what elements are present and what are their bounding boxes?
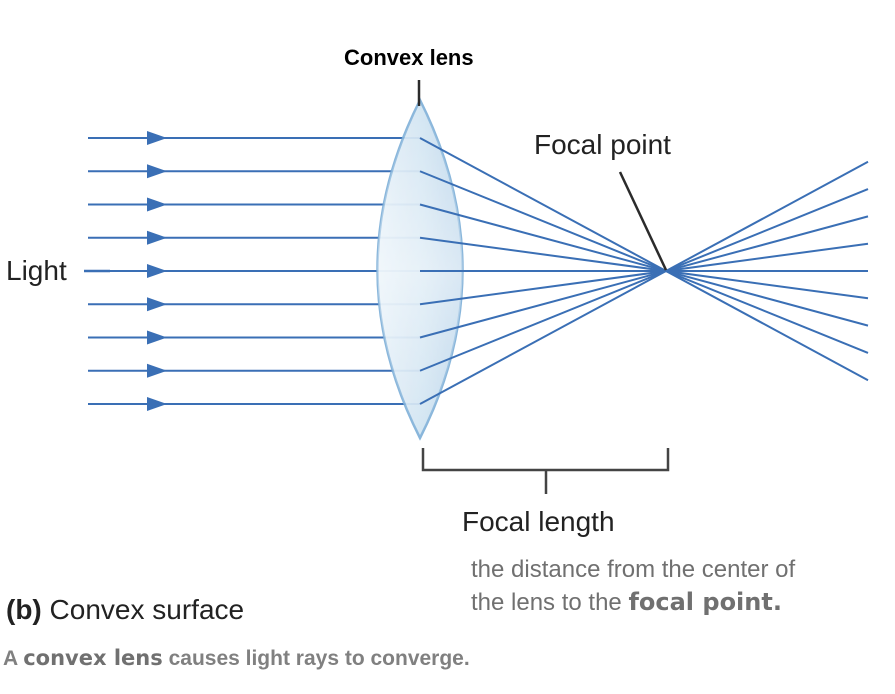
arrowhead-icon	[147, 330, 167, 345]
focal-point-pointer	[618, 171, 668, 271]
arrowhead-icon	[147, 397, 167, 411]
light-label: Light	[6, 255, 67, 286]
summary-suffix: causes light rays to converge.	[162, 647, 470, 670]
refracted-light-rays	[419, 137, 869, 405]
incoming-light-rays	[88, 131, 420, 411]
summary-prefix: A	[3, 647, 24, 670]
refracted-ray	[419, 215, 869, 339]
figure-caption: (b) Convex surface	[6, 594, 244, 626]
refracted-ray	[419, 160, 869, 405]
definition-line-2-text: the lens to the	[471, 589, 629, 616]
definition-line-1: the distance from the center of	[471, 556, 796, 583]
arrowhead-icon	[147, 264, 167, 278]
arrowhead-icon	[147, 131, 167, 145]
refracted-ray	[419, 203, 869, 327]
arrowhead-icon	[147, 164, 167, 179]
arrowhead-icon	[147, 363, 167, 378]
definition-focal-point-term: focal point.	[628, 588, 782, 616]
arrowhead-icon	[147, 197, 167, 212]
refracted-ray	[419, 137, 869, 382]
definition-line-2: the lens to the focal point.	[471, 586, 795, 619]
arrowhead-icon	[147, 297, 167, 312]
refracted-ray	[419, 188, 869, 372]
refracted-ray	[419, 170, 869, 354]
lens-highlight	[377, 100, 463, 438]
arrowhead-icon	[147, 230, 167, 245]
summary-convex-lens-term: convex lens	[23, 646, 163, 670]
focal-length-label: Focal length	[462, 506, 615, 537]
focal-length-definition: the distance from the center of the lens…	[471, 554, 795, 619]
convex-lens-label: Convex lens	[344, 45, 474, 70]
refracted-ray	[419, 236, 869, 300]
summary-sentence: A convex lens causes light rays to conve…	[3, 646, 470, 671]
caption-tag: (b)	[6, 594, 42, 625]
caption-title: Convex surface	[49, 594, 245, 625]
focal-point-label: Focal point	[534, 129, 671, 160]
focal-length-bracket	[421, 448, 670, 494]
refracted-ray	[419, 242, 869, 306]
